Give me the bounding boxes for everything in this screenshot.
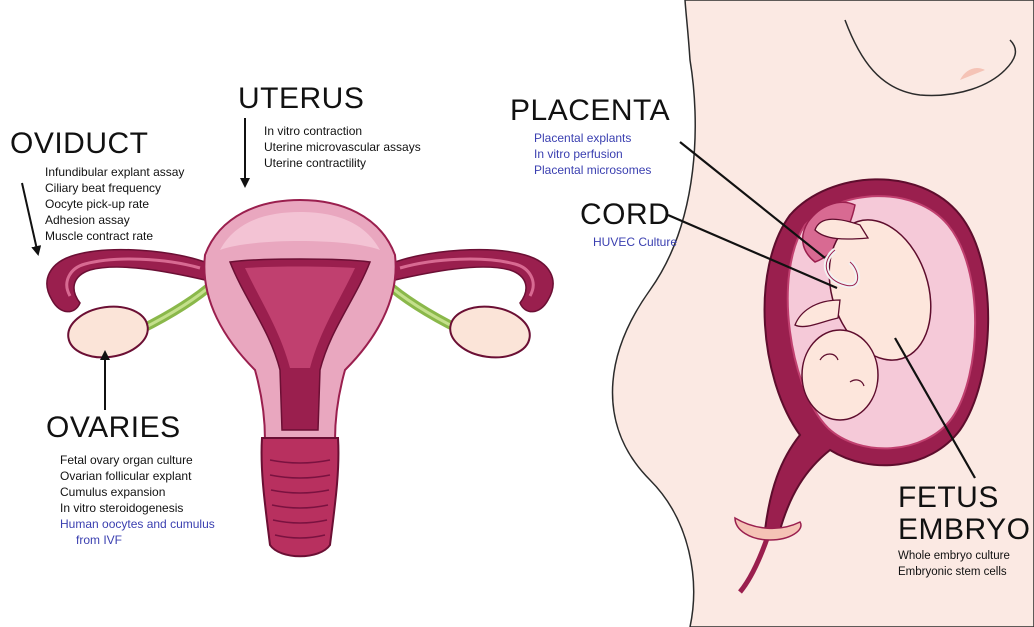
right-ovary <box>447 302 533 363</box>
placenta-assay-item: Placental microsomes <box>534 162 651 178</box>
oviduct-assay-item: Infundibular explant assay <box>45 164 184 180</box>
oviduct-arrow <box>22 183 38 254</box>
uterus-assay-list: In vitro contraction Uterine microvascul… <box>264 123 421 171</box>
cord-assay-item: HUVEC Culture <box>593 234 677 250</box>
placenta-assay-item: In vitro perfusion <box>534 146 651 162</box>
placenta-assay-item: Placental explants <box>534 130 651 146</box>
ovaries-assay-list: Fetal ovary organ culture Ovarian follic… <box>60 452 215 548</box>
fetus-assay-item: Embryonic stem cells <box>898 564 1010 580</box>
ovaries-human-source-item: from IVF <box>60 532 215 548</box>
fetus-assay-item: Whole embryo culture <box>898 548 1010 564</box>
ovaries-title: OVARIES <box>46 412 181 444</box>
ovaries-human-source-item: Human oocytes and cumulus <box>60 516 215 532</box>
cord-assay-list: HUVEC Culture <box>593 234 677 250</box>
oviduct-assay-item: Adhesion assay <box>45 212 184 228</box>
oviduct-assay-list: Infundibular explant assay Ciliary beat … <box>45 164 184 244</box>
fetus-head <box>802 330 878 420</box>
uterus-assay-item: Uterine microvascular assays <box>264 139 421 155</box>
ovaries-assay-item: Fetal ovary organ culture <box>60 452 215 468</box>
cord-title: CORD <box>580 199 670 231</box>
fetus-title: FETUS <box>898 482 999 514</box>
placenta-title: PLACENTA <box>510 95 670 127</box>
ovaries-assay-item: Ovarian follicular explant <box>60 468 215 484</box>
fetus-assay-list: Whole embryo culture Embryonic stem cell… <box>898 548 1010 580</box>
uterus-assay-item: In vitro contraction <box>264 123 421 139</box>
oviduct-assay-item: Ciliary beat frequency <box>45 180 184 196</box>
oviduct-title: OVIDUCT <box>10 128 149 160</box>
uterus-assay-item: Uterine contractility <box>264 155 421 171</box>
ovaries-assay-item: In vitro steroidogenesis <box>60 500 215 516</box>
ovaries-assay-item: Cumulus expansion <box>60 484 215 500</box>
oviduct-assay-item: Oocyte pick-up rate <box>45 196 184 212</box>
left-ovary <box>65 302 151 363</box>
uterus-title: UTERUS <box>238 83 364 115</box>
placenta-assay-list: Placental explants In vitro perfusion Pl… <box>534 130 651 178</box>
embryo-title: EMBRYO <box>898 514 1030 546</box>
oviduct-assay-item: Muscle contract rate <box>45 228 184 244</box>
